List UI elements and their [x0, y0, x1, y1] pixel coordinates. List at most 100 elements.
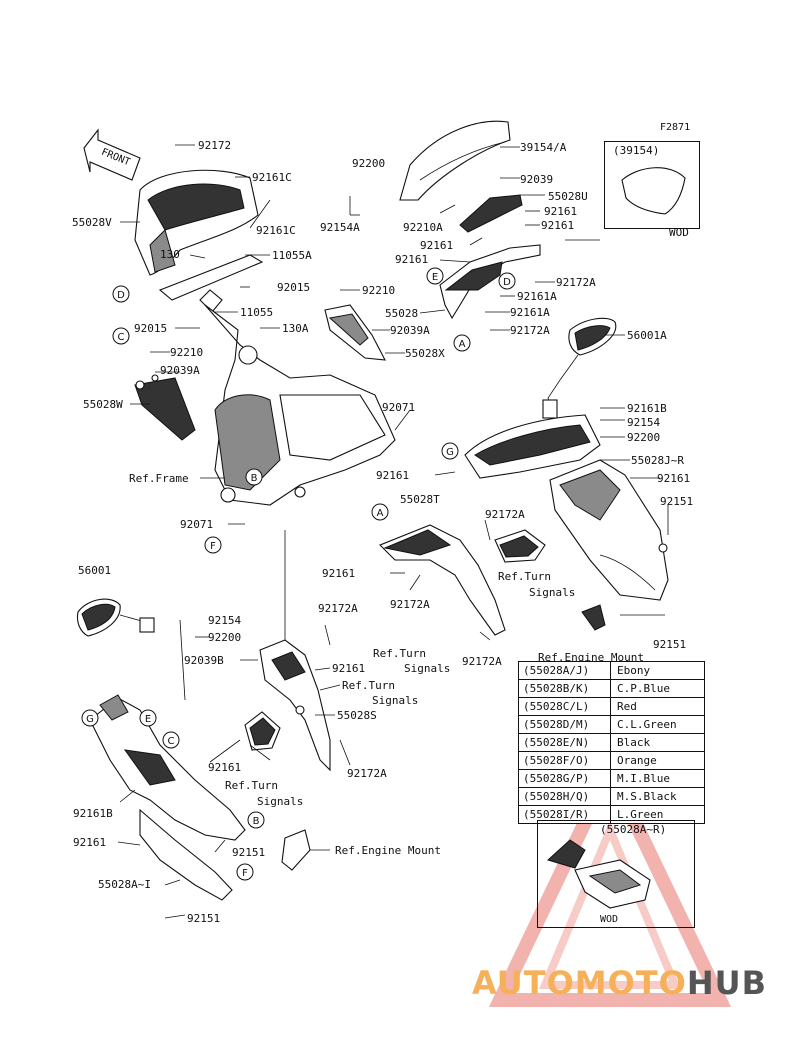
circle-ref-f-1: F — [204, 536, 222, 554]
callout: 92161C — [256, 224, 296, 237]
callout: 92200 — [627, 431, 660, 444]
table-row: (55028C/L)Red — [519, 698, 704, 716]
table-row: (55028D/M)C.L.Green — [519, 716, 704, 734]
callout: 92154 — [627, 416, 660, 429]
wod-note: WOD — [600, 914, 619, 925]
circle-ref-b-1: B — [245, 468, 263, 486]
callout: Ref.Turn — [225, 779, 278, 792]
wod-inset-cowl: (55028A~R) WOD — [537, 820, 695, 928]
wod-cowl-sketch — [547, 839, 651, 909]
callout: 92161 — [332, 662, 365, 675]
turn-signal-right — [494, 529, 546, 563]
callout: 55028U — [548, 190, 588, 203]
callout: 92039 — [520, 173, 553, 186]
circle-ref-g-1: G — [441, 442, 459, 460]
callout: 92161 — [376, 469, 409, 482]
table-row: (55028G/P)M.I.Blue — [519, 770, 704, 788]
callouts: 92172 92161C 55028V 92161C 130 11055A 92… — [72, 122, 693, 925]
front-stay-55028 — [439, 244, 541, 320]
mirror-56001 — [76, 598, 155, 637]
callout: 55028W — [83, 398, 123, 411]
svg-text:F: F — [210, 541, 216, 552]
windshield-39154 — [399, 120, 511, 201]
callout: 92172A — [462, 655, 502, 668]
callout: 92015 — [277, 281, 310, 294]
circle-ref-e-1: E — [426, 267, 444, 285]
callout: 55028X — [405, 347, 445, 360]
engine-mount-bracket-right — [581, 604, 606, 631]
svg-text:D: D — [503, 277, 511, 288]
callout: 55028 — [385, 307, 418, 320]
callout: 56001A — [627, 329, 667, 342]
table-row: (55028I/R)L.Green — [519, 806, 704, 823]
leader-lines — [117, 144, 669, 919]
callout: Ref.Turn — [373, 647, 426, 660]
callout: 92161 — [657, 472, 690, 485]
turn-signal-left — [244, 711, 281, 751]
svg-text:E: E — [432, 272, 438, 283]
svg-text:B: B — [253, 816, 260, 827]
circle-ref-a-1: A — [453, 334, 471, 352]
svg-text:G: G — [446, 447, 454, 458]
callout: 92161B — [627, 402, 667, 415]
callout: 92071 — [382, 401, 415, 414]
circle-ref-g-2: G — [81, 709, 99, 727]
table-row: (55028B/K)C.P.Blue — [519, 680, 704, 698]
circle-ref-c-1: C — [112, 327, 130, 345]
wod-code: (39154) — [613, 144, 660, 157]
callout: Ref.Turn — [498, 570, 551, 583]
svg-text:C: C — [168, 736, 175, 747]
figure-code: F2871 — [660, 122, 690, 133]
table-row: (55028H/Q)M.S.Black — [519, 788, 704, 806]
callout: Signals — [404, 662, 450, 675]
side-stay-55028s — [259, 639, 331, 772]
table-row: (55028A/J)Ebony — [519, 662, 704, 680]
callout: 92151 — [232, 846, 265, 859]
side-cowl-55028a-i — [89, 694, 246, 901]
inner-cover-55028x — [324, 304, 386, 361]
callout: 92210 — [362, 284, 395, 297]
callout: Ref.Frame — [129, 472, 189, 485]
svg-text:B: B — [251, 473, 258, 484]
svg-text:F: F — [242, 868, 248, 879]
callout: 92172A — [510, 324, 550, 337]
watermark-logo — [488, 753, 732, 1007]
callout: 92039B — [184, 654, 224, 667]
callout: 55028T — [400, 493, 440, 506]
callout: 92172A — [556, 276, 596, 289]
circle-ref-b-2: B — [247, 811, 265, 829]
callout: 92161 — [208, 761, 241, 774]
svg-text:D: D — [117, 290, 125, 301]
callout: 11055A — [272, 249, 312, 262]
callout: 130 — [160, 248, 180, 261]
callout: 92172A — [485, 508, 525, 521]
callout: 39154/A — [520, 141, 567, 154]
svg-text:A: A — [377, 508, 384, 519]
callout: 92210A — [403, 221, 443, 234]
callout: 92210 — [170, 346, 203, 359]
svg-text:E: E — [145, 714, 151, 725]
callout: 55028S — [337, 709, 377, 722]
callout: 11055 — [240, 306, 273, 319]
callout: 92161A — [517, 290, 557, 303]
windshield-bracket-55028u — [459, 194, 523, 233]
circle-ref-c-2: C — [162, 731, 180, 749]
callout: 92154A — [320, 221, 360, 234]
callout: Ref.Turn — [342, 679, 395, 692]
callout: 92151 — [187, 912, 220, 925]
callout: 92161 — [395, 253, 428, 266]
callout: 92172A — [347, 767, 387, 780]
front-arrow: FRONT — [83, 128, 141, 181]
callout: 55028J~R — [631, 454, 684, 467]
wod-code: (55028A~R) — [600, 823, 667, 836]
callout: 92200 — [208, 631, 241, 644]
color-table: (55028A/J)Ebony (55028B/K)C.P.Blue (5502… — [518, 661, 705, 824]
circle-ref-e-2: E — [139, 709, 157, 727]
callout: 55028V — [72, 216, 112, 229]
callout: 92172 — [198, 139, 231, 152]
table-row: (55028E/N)Black — [519, 734, 704, 752]
callout: Signals — [372, 694, 418, 707]
table-row: (55028F/O)Orange — [519, 752, 704, 770]
svg-text:G: G — [86, 714, 94, 725]
